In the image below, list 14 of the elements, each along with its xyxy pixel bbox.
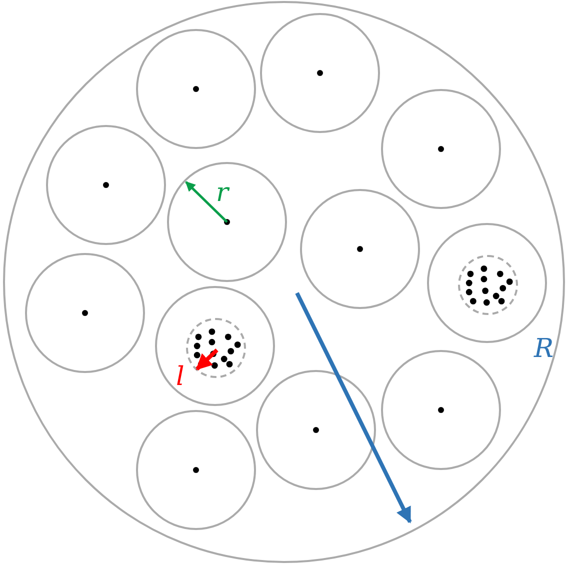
circle-outline	[381, 89, 501, 209]
circle-outline	[46, 125, 166, 245]
radius-label: l	[176, 364, 184, 390]
circle-outline	[300, 189, 420, 309]
radius-label: R	[534, 336, 554, 362]
circle-outline	[136, 29, 256, 149]
circle-outline	[260, 13, 380, 133]
radius-label: r	[216, 180, 228, 206]
circle-outline	[167, 162, 287, 282]
circle-outline	[256, 370, 376, 490]
circle-outline	[3, 1, 565, 563]
circle-outline	[136, 410, 256, 530]
circle-outline	[25, 253, 145, 373]
circle-outline	[381, 350, 501, 470]
